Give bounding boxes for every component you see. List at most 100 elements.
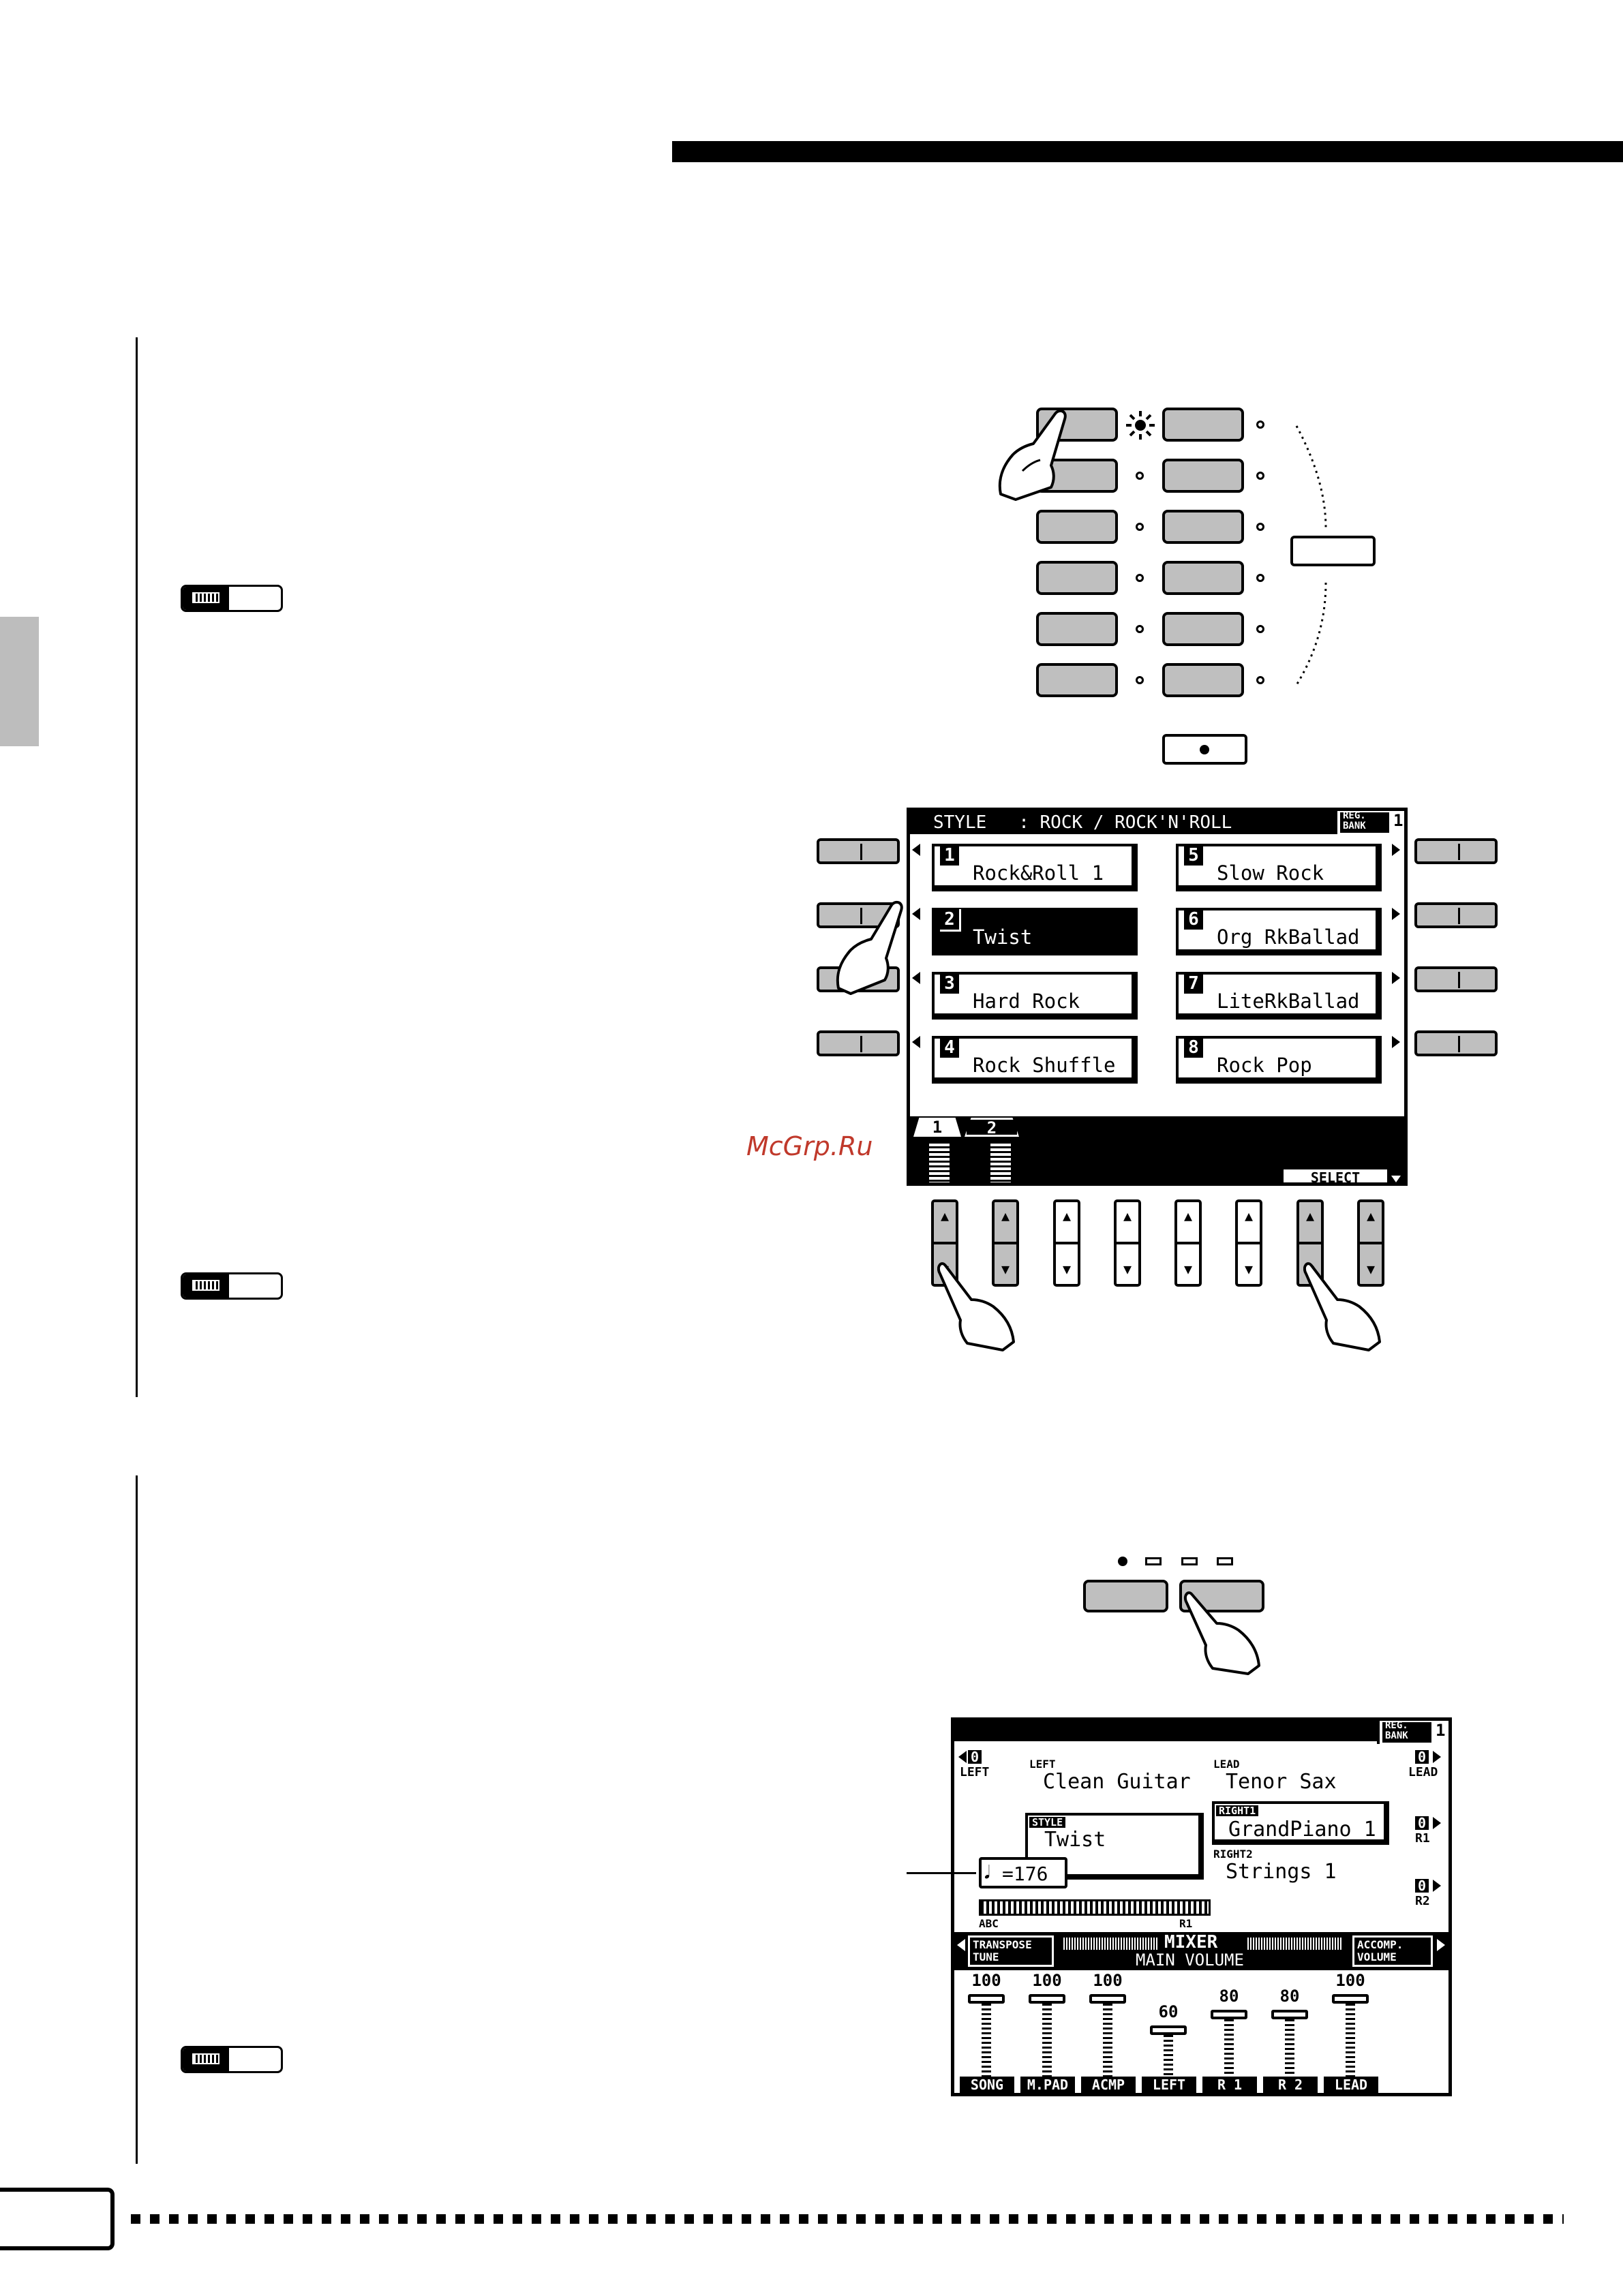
up-down-button-6[interactable]: ▲▼ [1235,1199,1262,1287]
slot-name: Slow Rock [1217,861,1324,885]
tempo-callout-line [907,1872,976,1874]
channel-value: 80 [1219,1987,1239,2006]
pressing-hand-icon [1303,1262,1381,1351]
fader-knob[interactable] [968,1994,1005,2004]
left-arrow-icon [912,972,920,984]
slot-number: 1 [940,845,959,866]
side-button-1[interactable] [817,838,900,864]
style-category-button[interactable] [1162,612,1244,646]
fader-knob[interactable] [1211,2010,1247,2019]
led-indicator [1256,574,1264,582]
left-arrow-icon [958,1751,967,1763]
watermark: McGrp.Ru [746,1131,873,1161]
down-arrow-icon [1391,1176,1401,1182]
right-arrow-icon [1437,1939,1445,1951]
lead-voice: Tenor Sax [1226,1770,1337,1794]
keyboard-strip [979,1899,1211,1916]
channel-label[interactable]: R 2 [1263,2077,1318,2093]
slot-number: 6 [1184,909,1203,930]
channel-value: 60 [1158,2002,1179,2021]
style-category-button[interactable] [1162,561,1244,595]
fader-knob[interactable] [1271,2010,1308,2019]
side-button-8[interactable] [1414,1030,1498,1056]
style-select-figure: STYLE : ROCK / ROCK'N'ROLL REG. BANK 1 1… [811,804,1506,1351]
side-button-4[interactable] [817,1030,900,1056]
style-category-button[interactable] [1162,459,1244,493]
style-category-button[interactable] [1162,510,1244,544]
style-category-button[interactable] [1162,408,1244,442]
tempo-box[interactable]: 𝅘𝅥 =176 [979,1857,1067,1888]
slot-number: 8 [1184,1037,1203,1058]
channel-value: 100 [1032,1971,1062,1990]
fader-knob[interactable] [1029,1994,1065,2004]
tab-1[interactable]: 1 [913,1118,961,1137]
tempo-value: =176 [1002,1863,1048,1885]
tab-2[interactable]: 2 [965,1118,1019,1137]
led-indicator [1256,420,1264,429]
slot-number: 2 [940,909,961,932]
channel-label[interactable]: ACMP [1081,2077,1136,2093]
led-indicator [1136,472,1144,480]
category-group-button[interactable] [1290,536,1376,566]
right-arrow-icon [1433,1817,1441,1829]
channel-value: 80 [1279,1987,1300,2006]
reg-bank-box: REG. BANK 1 [1377,1721,1448,1744]
fader-track [1346,1994,1355,2083]
fader-knob[interactable] [1332,1994,1369,2004]
channel-label[interactable]: R 1 [1202,2077,1257,2093]
style-category-button[interactable] [1036,663,1118,697]
dot-button[interactable] [1162,734,1247,765]
channel-label[interactable]: LEAD [1324,2077,1378,2093]
lit-led-icon [1126,411,1155,440]
led-indicator [1256,625,1264,633]
accomp-buttons-figure [1080,1554,1264,1677]
transpose-tune-button[interactable]: TRANSPOSE TUNE [968,1935,1054,1967]
left-arrow-icon [912,1036,920,1048]
main-header-bar [954,1721,1377,1741]
led-off [1181,1557,1198,1565]
left-voice: Clean Guitar [1043,1770,1191,1794]
right1-box[interactable]: RIGHT1 GrandPiano 1 [1212,1801,1389,1845]
style-category-button[interactable] [1036,510,1118,544]
channel-label[interactable]: SONG [960,2077,1014,2093]
style-box[interactable]: STYLE Twist [1025,1813,1204,1880]
style-category-button[interactable] [1036,612,1118,646]
up-down-button-3[interactable]: ▲▼ [1053,1199,1080,1287]
channel-label[interactable]: M.PAD [1020,2077,1075,2093]
style-category-panel [998,405,1418,774]
slot-number: 7 [1184,973,1203,994]
up-down-button-4[interactable]: ▲▼ [1114,1199,1141,1287]
side-button-5[interactable] [1414,838,1498,864]
up-down-button-8[interactable]: ▲▼ [1357,1199,1384,1287]
right-arrow-icon [1433,1880,1441,1892]
channel-value: 100 [971,1971,1001,1990]
up-down-button-5[interactable]: ▲▼ [1174,1199,1202,1287]
main-volume-label: MAIN VOLUME [1136,1950,1244,1970]
note-keyboard-icon [181,585,283,612]
up-down-button-2[interactable]: ▲▼ [992,1199,1019,1287]
channel-label[interactable]: LEFT [1142,2077,1196,2093]
fader-knob[interactable] [1089,1994,1126,2004]
metronome-icon: 𝅘𝅥 [984,1863,990,1883]
fader-knob[interactable] [1150,2025,1187,2035]
right-arrow-icon [1392,844,1400,856]
style-category-button[interactable] [1162,663,1244,697]
page-number-box [0,2188,115,2250]
side-button-6[interactable] [1414,902,1498,928]
style-category-button[interactable] [1036,561,1118,595]
select-label: SELECT [1284,1169,1387,1182]
tab-2-meter [990,1142,1011,1182]
accomp-volume-button[interactable]: ACCOMP. VOLUME [1352,1935,1433,1967]
slot-number: 3 [940,973,959,994]
panel-button-left[interactable] [1083,1580,1168,1612]
side-button-7[interactable] [1414,966,1498,992]
fader-track [982,1994,991,2083]
